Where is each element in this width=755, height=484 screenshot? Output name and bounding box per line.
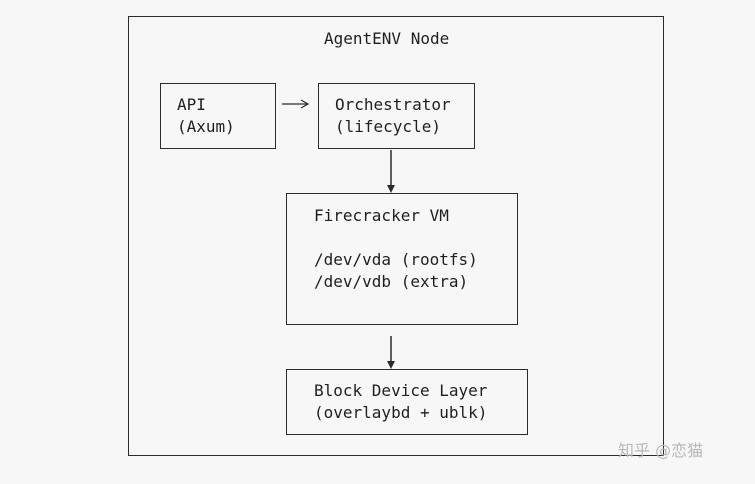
watermark: 知乎 @恋猫	[618, 441, 704, 460]
orchestrator-node: Orchestrator (lifecycle)	[318, 83, 475, 149]
edge-api-to-orchestrator	[282, 99, 310, 109]
block-device-layer-node: Block Device Layer (overlaybd + ublk)	[286, 369, 528, 435]
orchestrator-node-line-1: Orchestrator	[335, 95, 451, 114]
agentenv-node-container	[128, 16, 664, 456]
block-node-line-2: (overlaybd + ublk)	[314, 403, 488, 422]
api-node-line-1: API	[177, 95, 206, 114]
firecracker-node-line-3: /dev/vda (rootfs)	[314, 250, 478, 269]
diagram-title: AgentENV Node	[324, 29, 450, 48]
firecracker-node-line-4: /dev/vdb (extra)	[314, 272, 469, 291]
firecracker-node-line-1: Firecracker VM	[314, 206, 449, 225]
orchestrator-node-line-2: (lifecycle)	[335, 117, 441, 136]
block-node-line-1: Block Device Layer	[314, 381, 488, 400]
edge-firecracker-to-block	[387, 336, 395, 369]
api-node-line-2: (Axum)	[177, 117, 235, 136]
edge-orchestrator-to-firecracker	[387, 150, 395, 193]
firecracker-vm-node: Firecracker VM /dev/vda (rootfs) /dev/vd…	[286, 193, 518, 325]
api-node: API (Axum)	[160, 83, 276, 149]
